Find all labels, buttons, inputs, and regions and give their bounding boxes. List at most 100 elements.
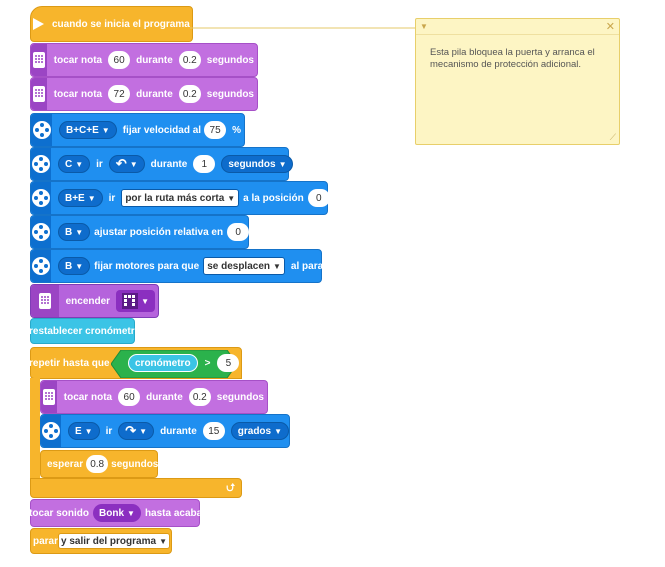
run-motor-block[interactable]: C▼ ir ↶▼ durante 1 segundos▼ [30,147,294,181]
chevron-down-icon: ▼ [274,426,283,436]
label: segundos [216,391,264,403]
label: al parar [290,260,328,272]
play-icon [31,7,45,41]
hub-speaker-icon [31,44,47,76]
port-value: E [75,425,82,437]
label: fijar motores para que [94,260,200,272]
unit-value: segundos [228,158,276,170]
operator-label: > [204,357,211,369]
chevron-down-icon: ▼ [87,193,96,203]
motor-icon [41,415,61,447]
light-matrix-icon [122,293,139,309]
label: tocar nota [53,88,103,100]
chevron-down-icon: ▼ [278,159,287,169]
chevron-down-icon: ▼ [159,536,167,546]
reset-timer-block[interactable]: restablecer cronómetro [29,318,141,344]
position-input[interactable]: 0 [307,189,330,207]
unit-dropdown[interactable]: segundos▼ [221,155,294,173]
stop-option-dropdown[interactable]: y salir del programa▼ [58,533,170,549]
port-dropdown[interactable]: C▼ [58,155,91,173]
play-note-block[interactable]: tocar nota 60 durante 0.2 segundos [40,380,268,414]
unit-value: grados [237,425,272,437]
repeat-arm [30,378,40,480]
label: tocar sonido [29,507,90,519]
when-program-starts-block[interactable]: cuando se inicia el programa [30,6,193,42]
hub-speaker-icon [41,381,57,413]
motor-icon [31,114,52,146]
note-input[interactable]: 60 [108,51,131,69]
collapse-triangle-icon[interactable]: ▼ [420,22,428,31]
label: ajustar posición relativa en [94,226,224,238]
note-input[interactable]: 72 [108,85,131,103]
sound-dropdown[interactable]: Bonk▼ [93,504,141,522]
comment-connector [190,27,418,29]
hub-speaker-icon [31,78,47,110]
stop-option-value: y salir del programa [61,535,157,547]
stop-mode-value: se desplacen [207,260,270,272]
play-sound-block[interactable]: tocar sonido Bonk▼ hasta acabar [29,499,206,527]
duration-input[interactable]: 1 [193,155,216,173]
direction-dropdown[interactable]: ↷▼ [118,422,155,440]
label: ir [96,158,103,170]
close-icon[interactable]: ✕ [605,21,615,33]
hub-light-icon [31,285,59,317]
duration-input[interactable]: 0.2 [178,51,201,69]
unit-dropdown[interactable]: grados▼ [230,422,290,440]
label: tocar nota [63,391,113,403]
chevron-down-icon: ▼ [75,159,84,169]
sound-value: Bonk [99,507,125,519]
chevron-down-icon: ▼ [75,261,84,271]
comment-text[interactable]: Esta pila bloquea la puerta y arranca el… [430,47,595,70]
wait-seconds-input[interactable]: 0.8 [86,455,109,473]
chevron-down-icon: ▼ [127,508,135,518]
set-speed-block[interactable]: B+C+E▼ fijar velocidad al 75 % [30,113,245,147]
chevron-down-icon: ▼ [101,125,110,135]
motor-icon [31,216,51,248]
note-input[interactable]: 60 [118,388,141,406]
set-stop-action-block[interactable]: B▼ fijar motores para que se desplacen▼ … [30,249,327,283]
set-relative-position-block[interactable]: B▼ ajustar posición relativa en 0 [30,215,250,249]
duration-input[interactable]: 0.2 [178,85,201,103]
play-note-block[interactable]: tocar nota 72 durante 0.2 segundos [30,77,258,111]
label: durante [146,391,183,403]
run-motor-block[interactable]: E▼ ir ↷▼ durante 15 grados▼ [40,414,290,448]
repeat-until-block[interactable]: repetir hasta que cronómetro > 5 [29,347,242,379]
light-matrix-block[interactable]: encender ▼ [30,284,159,318]
stop-mode-dropdown[interactable]: se desplacen▼ [203,257,285,275]
duration-input[interactable]: 0.2 [188,388,211,406]
direction-dropdown[interactable]: ↶▼ [108,155,145,173]
label: repetir hasta que [29,357,110,369]
resize-handle-icon[interactable]: ⟋ [609,132,616,142]
wait-block[interactable]: esperar 0.8 segundos [40,450,158,478]
comment-note[interactable]: ▼ ✕ Esta pila bloquea la puerta y arranc… [415,18,620,145]
loop-arrow-icon: ⮍ [226,481,235,494]
stop-program-block[interactable]: parar y salir del programa▼ [30,528,172,554]
go-to-position-block[interactable]: B+E▼ ir por la ruta más corta▼ a la posi… [30,181,330,215]
degrees-input[interactable]: 15 [202,422,225,440]
matrix-image-dropdown[interactable]: ▼ [116,290,155,312]
port-dropdown[interactable]: E▼ [68,422,100,440]
label: tocar nota [53,54,103,66]
path-mode-dropdown[interactable]: por la ruta más corta▼ [121,189,240,207]
port-dropdown[interactable]: B+E▼ [58,189,103,207]
timer-reporter[interactable]: cronómetro [128,354,198,372]
port-dropdown[interactable]: B▼ [58,223,91,241]
port-dropdown[interactable]: B+C+E▼ [59,121,117,139]
label: ir [105,425,113,437]
port-value: C [65,158,73,170]
label: segundos [111,458,159,470]
threshold-input[interactable]: 5 [217,354,240,372]
label: fijar velocidad al [122,124,202,136]
counterclockwise-icon: ↶ [115,156,127,171]
label: hasta acabar [144,507,207,519]
chevron-down-icon: ▼ [141,296,149,306]
speed-input[interactable]: 75 [204,121,227,139]
label: segundos [206,88,254,100]
repeat-footer: ⮍ [30,478,242,498]
chevron-down-icon: ▼ [139,426,148,436]
position-input[interactable]: 0 [227,223,250,241]
label: esperar [47,458,84,470]
play-note-block[interactable]: tocar nota 60 durante 0.2 segundos [30,43,258,77]
port-dropdown[interactable]: B▼ [58,257,91,275]
label: durante [136,88,173,100]
